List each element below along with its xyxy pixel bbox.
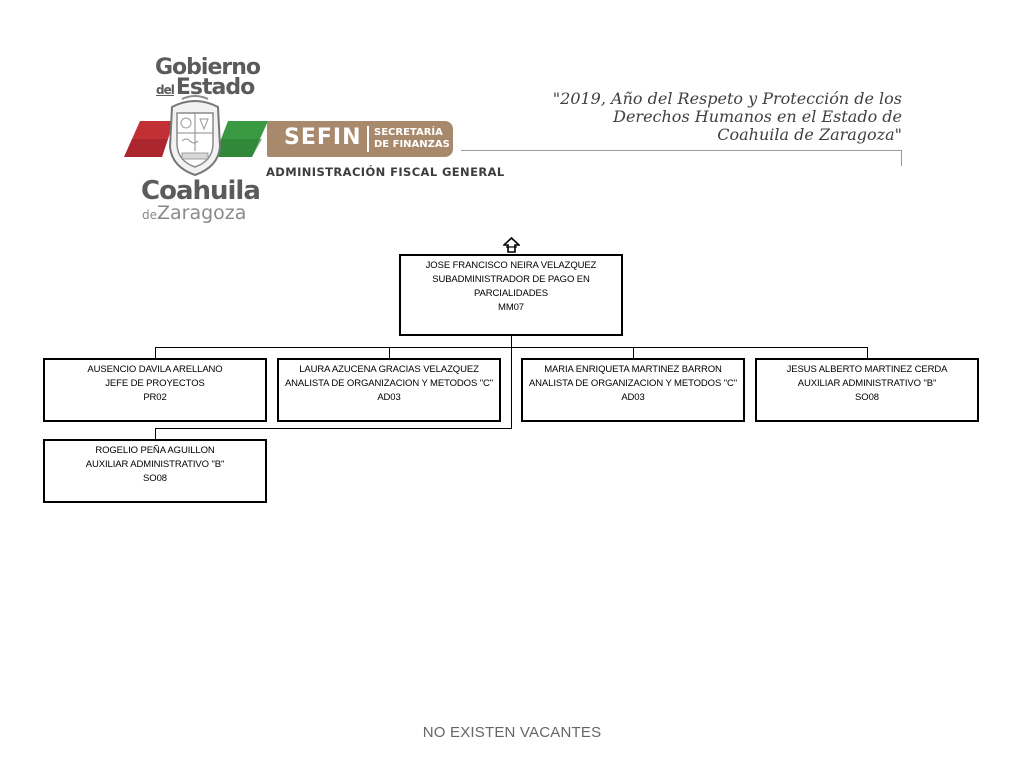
de-finanzas-text: DE FINANZAS <box>374 139 450 150</box>
coahuila-text: Coahuila <box>141 176 261 206</box>
sefin-divider <box>367 126 369 152</box>
motto-line-3: Coahuila de Zaragoza" <box>717 125 902 144</box>
connector-drop-5 <box>155 428 156 440</box>
zaragoza-text: Zaragoza <box>157 202 247 224</box>
org-staff-box-2: LAURA AZUCENA GRACIAS VELAZQUEZ ANALISTA… <box>277 358 501 422</box>
staff-code: AD03 <box>377 392 401 403</box>
staff-name: JESUS ALBERTO MARTINEZ CERDA <box>786 364 948 375</box>
connector-head-trunk <box>511 336 512 429</box>
staff-name: LAURA AZUCENA GRACIAS VELAZQUEZ <box>299 364 479 375</box>
administracion-fiscal-general-text: ADMINISTRACIÓN FISCAL GENERAL <box>266 165 505 179</box>
org-staff-box-3: MARIA ENRIQUETA MARTINEZ BARRON ANALISTA… <box>521 358 745 422</box>
connector-lower-bus <box>155 428 512 429</box>
year-motto: "2019, Año del Respeto y Protección de l… <box>482 90 902 144</box>
org-head-box: JOSE FRANCISCO NEIRA VELAZQUEZ SUBADMINI… <box>399 254 623 336</box>
staff-code: SO08 <box>855 392 879 403</box>
org-staff-box-5: ROGELIO PEÑA AGUILLON AUXILIAR ADMINISTR… <box>43 439 267 503</box>
staff-code: SO08 <box>143 473 167 484</box>
head-name: JOSE FRANCISCO NEIRA VELAZQUEZ <box>425 260 597 271</box>
staff-name: MARIA ENRIQUETA MARTINEZ BARRON <box>544 364 722 375</box>
sefin-text: SEFIN <box>284 125 362 150</box>
staff-title: AUXILIAR ADMINISTRATIVO "B" <box>85 459 225 470</box>
coahuila-coat-of-arms-logo <box>124 95 268 177</box>
de-text: de <box>142 208 157 222</box>
staff-code: AD03 <box>621 392 645 403</box>
staff-title: JEFE DE PROYECTOS <box>105 378 205 389</box>
secretaria-text: SECRETARÍA <box>374 127 443 138</box>
motto-line-2: Derechos Humanos en el Estado de <box>613 107 902 126</box>
header-rule-tick <box>901 150 902 166</box>
upward-arrow-icon <box>503 237 520 253</box>
connector-drop-2 <box>389 347 390 359</box>
connector-drop-3 <box>633 347 634 359</box>
staff-name: AUSENCIO DAVILA ARELLANO <box>87 364 223 375</box>
connector-horizontal-bus <box>155 347 868 348</box>
gobierno-text: Gobierno <box>155 55 261 80</box>
shield-icon <box>168 95 222 177</box>
staff-name: ROGELIO PEÑA AGUILLON <box>95 445 215 456</box>
staff-title: ANALISTA DE ORGANIZACION Y METODOS "C" <box>284 378 494 389</box>
org-staff-box-1: AUSENCIO DAVILA ARELLANO JEFE DE PROYECT… <box>43 358 267 422</box>
del-text: del <box>156 83 175 97</box>
de-zaragoza-text: deZaragoza <box>142 202 246 224</box>
sefin-logo-badge <box>267 121 453 157</box>
connector-drop-1 <box>155 347 156 359</box>
header-rule <box>461 150 902 151</box>
org-staff-box-4: JESUS ALBERTO MARTINEZ CERDA AUXILIAR AD… <box>755 358 979 422</box>
motto-line-1: "2019, Año del Respeto y Protección de l… <box>552 89 902 108</box>
staff-title: ANALISTA DE ORGANIZACION Y METODOS "C" <box>528 378 738 389</box>
no-vacancies-note: NO EXISTEN VACANTES <box>422 724 602 741</box>
head-code: MM07 <box>498 302 524 313</box>
connector-drop-4 <box>867 347 868 359</box>
staff-title: AUXILIAR ADMINISTRATIVO "B" <box>797 378 937 389</box>
head-title: SUBADMINISTRADOR DE PAGO EN PARCIALIDADE… <box>432 274 590 299</box>
staff-code: PR02 <box>143 392 167 403</box>
